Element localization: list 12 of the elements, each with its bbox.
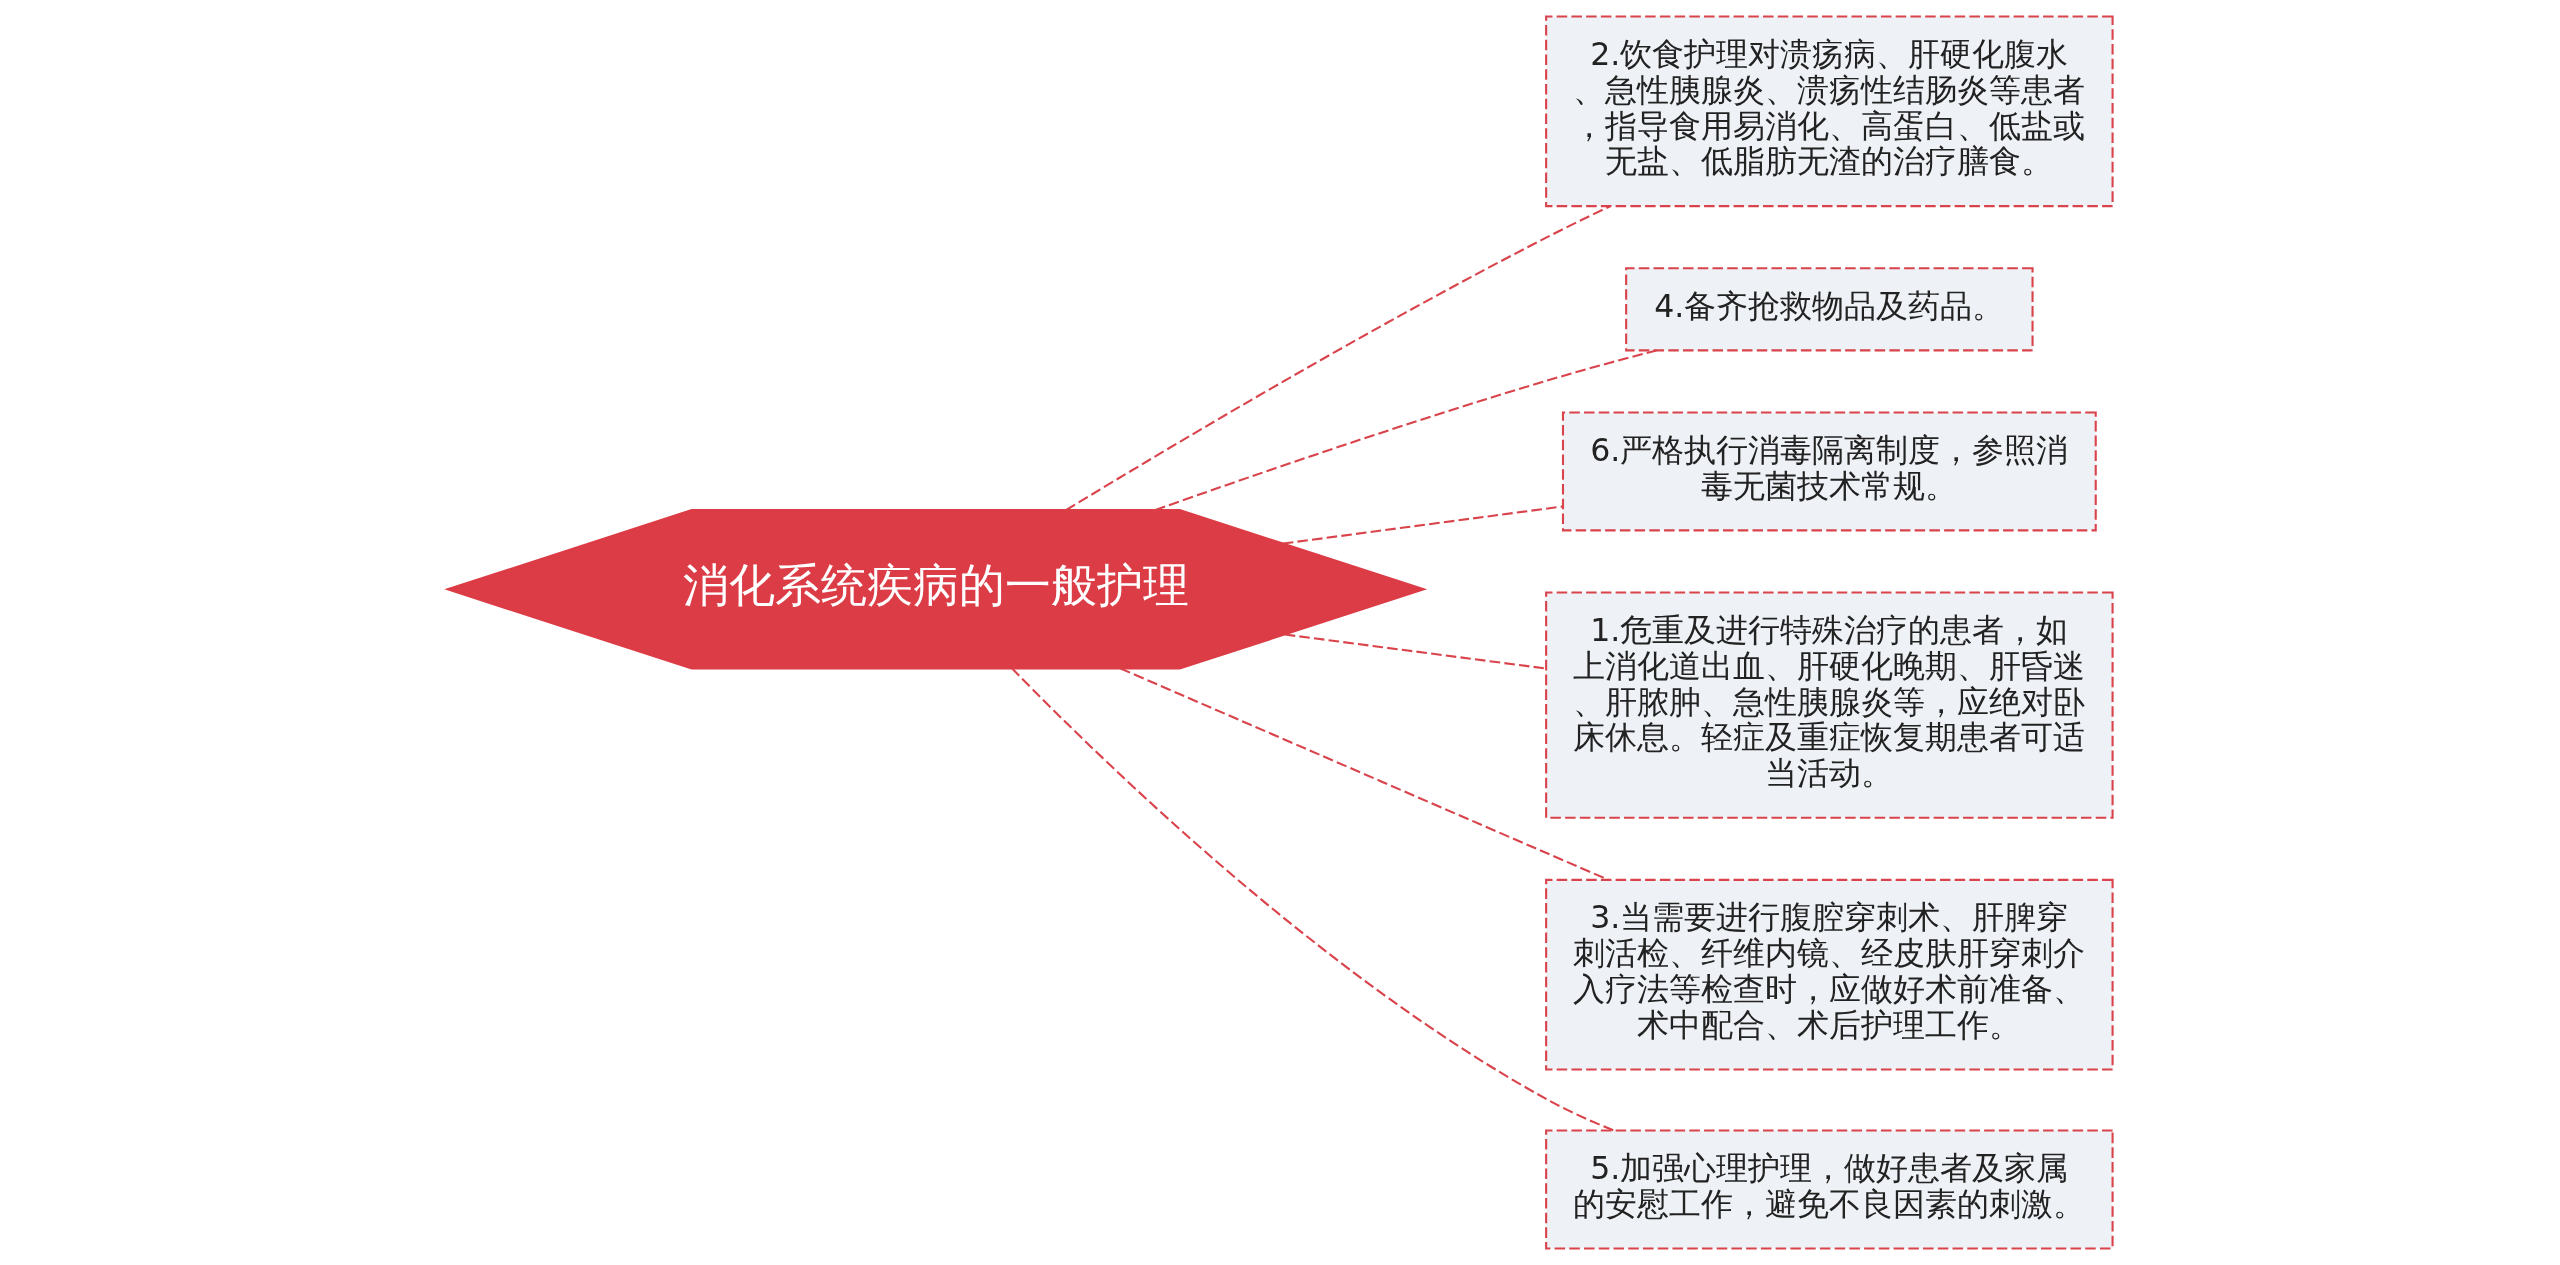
connector	[1155, 349, 1657, 511]
node-box: 6.严格执行消毒隔离制度，参照消毒无菌技术常规。	[1561, 411, 2097, 532]
connector	[1011, 667, 1614, 1132]
node-box: 1.危重及进行特殊治疗的患者，如上消化道出血、肝硬化晚期、肝昏迷、肝脓肿、急性胰腺炎等，应绝对卧床休息。轻症及重症恢复期患者可适当活动。	[1545, 591, 2114, 819]
connector	[1282, 505, 1564, 545]
node-box: 5.加强心理护理，做好患者及家属的安慰工作，避免不良因素的刺激。	[1545, 1129, 2114, 1250]
connector	[1120, 667, 1609, 881]
node-box: 2.饮食护理对溃疡病、肝硬化腹水、急性胰腺炎、溃疡性结肠炎等患者，指导食用易消化、高蛋白、低盐或无盐、低脂肪无渣的治疗膳食。	[1545, 15, 2114, 208]
node-box: 4.备齐抢救物品及药品。	[1625, 267, 2034, 352]
connector	[1065, 205, 1611, 511]
connector	[1284, 633, 1547, 670]
node-box: 3.当需要进行腹腔穿刺术、肝脾穿刺活检、纤维内镜、经皮肤肝穿刺介入疗法等检查时，应做好术前准备、术中配合、术后护理工作。	[1545, 878, 2114, 1071]
